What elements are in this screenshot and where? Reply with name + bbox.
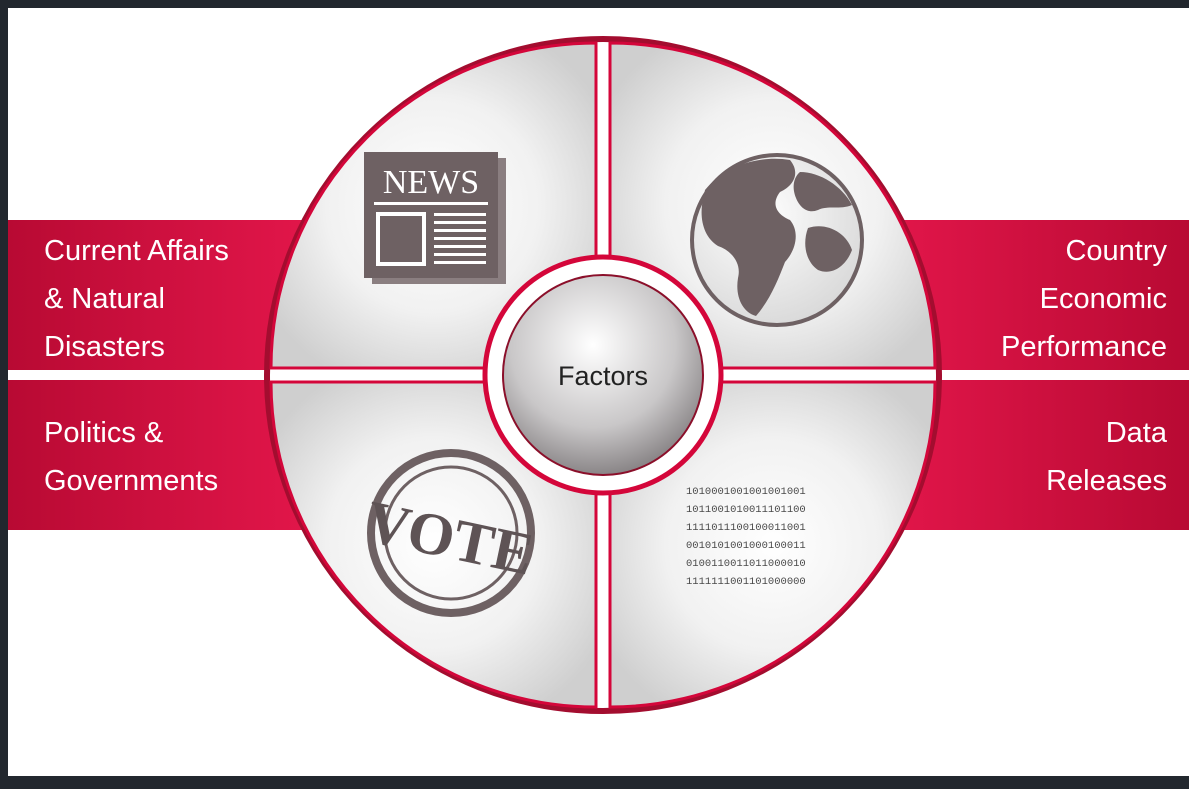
- label-line: Governments: [44, 465, 218, 497]
- newspaper-text-lines: [434, 213, 486, 264]
- label-line: Politics &: [44, 417, 163, 449]
- label-line: Disasters: [44, 331, 165, 363]
- newspaper-icon: NEWS: [364, 152, 506, 284]
- banner-top-left: [8, 220, 308, 370]
- label-line: Performance: [1001, 331, 1167, 363]
- newspaper-photo-inner: [380, 216, 422, 262]
- label-country-economic: Country Economic Performance: [1001, 235, 1168, 363]
- banner-bottom-left: [8, 380, 308, 530]
- label-data-releases: Data Releases: [1046, 417, 1168, 497]
- stamp-outer-ring: [367, 449, 535, 617]
- center-hub: Factors: [482, 254, 724, 496]
- label-line: Data: [1106, 417, 1168, 449]
- label-current-affairs: Current Affairs & Natural Disasters: [44, 235, 229, 363]
- label-line: & Natural: [44, 283, 165, 315]
- binary-line-2: 1011001010011101100: [686, 504, 806, 516]
- binary-line-3: 1111011100100011001: [686, 522, 806, 534]
- hub-disc: [502, 274, 704, 476]
- globe-continent-west: [701, 158, 796, 316]
- label-line: Economic: [1040, 283, 1167, 315]
- label-line: Releases: [1046, 465, 1167, 497]
- binary-line-5: 0100110011011000010: [686, 558, 806, 570]
- quadrants: [269, 41, 937, 709]
- quadrant-bottom-left: [269, 380, 598, 709]
- binary-data-icon: 1010001001001001001 1011001010011101100 …: [686, 486, 806, 588]
- center-label: Factors: [558, 361, 648, 391]
- binary-line-1: 1010001001001001001: [686, 486, 806, 498]
- label-politics: Politics & Governments: [44, 417, 218, 497]
- binary-line-6: 1111111001101000000: [686, 576, 806, 588]
- label-line: Current Affairs: [44, 235, 229, 267]
- newspaper-rule: [374, 202, 488, 205]
- binary-line-4: 0010101001000100011: [686, 540, 806, 552]
- globe-continent-east: [805, 226, 852, 272]
- newspaper-title: NEWS: [383, 164, 479, 201]
- label-line: Country: [1065, 235, 1167, 267]
- globe-icon: [690, 153, 864, 327]
- stamp-inner-ring: [383, 465, 519, 601]
- quadrant-bottom-right: [608, 380, 937, 709]
- vote-stamp-icon: VOTE: [361, 449, 539, 617]
- globe-continent-north: [793, 172, 852, 212]
